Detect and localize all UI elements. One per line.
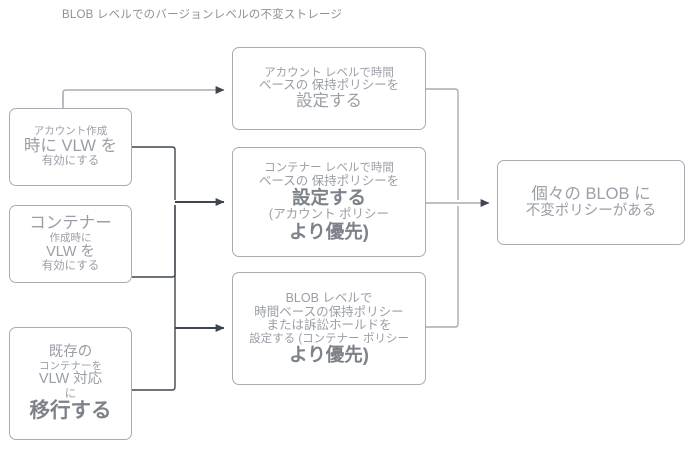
edge-account-create-to-container-policy: [132, 146, 176, 200]
node-container-policy-line-4: より優先): [289, 220, 369, 242]
node-migrate-existing-line-4: 移行する: [29, 398, 112, 422]
node-account-create-line-2: 有効にする: [41, 155, 100, 168]
node-per-blob-immutable-policy[interactable]: 個々の BLOB に不変ポリシーがある: [497, 160, 685, 245]
node-blob-policy-line-3: 設定する (コンテナー ポリシー: [249, 332, 409, 345]
node-blob-policy-line-1: 時間ベースの保持ポリシー: [254, 304, 404, 319]
edge-account-policy-to-result: [426, 88, 459, 200]
node-blob-policy-line-2: または訴訟ホールドを: [266, 318, 392, 333]
node-account-create[interactable]: アカウント作成時に VLW を有効にする: [9, 108, 132, 186]
node-account-policy-line-0: アカウント レベルで時間: [264, 66, 394, 79]
node-container-create-line-2: VLW を: [46, 243, 95, 260]
node-migrate-existing-line-2: VLW 対応: [38, 370, 103, 387]
edge-account-create-to-account-policy: [62, 86, 225, 108]
node-container-create-line-1: 作成時に: [49, 232, 92, 245]
edge-container-create-trunk: [132, 205, 176, 330]
node-migrate-existing-line-0: 既存の: [48, 343, 93, 360]
node-account-create-line-0: アカウント作成: [33, 125, 108, 138]
node-container-create-line-0: コンテナー: [29, 214, 112, 233]
node-blob-level-retention-policy[interactable]: BLOB レベルで時間ベースの保持ポリシーまたは訴訟ホールドを設定する (コンテ…: [232, 272, 426, 385]
node-blob-policy-line-0: BLOB レベルで: [285, 291, 373, 306]
node-account-policy-line-1: ベースの 保持ポリシーを: [258, 78, 400, 93]
node-container-policy-line-3: (アカウント ポリシー: [268, 207, 390, 222]
node-container-policy-line-0: コンテナー レベルで時間: [264, 162, 394, 175]
node-migrate-existing-line-3: に: [64, 387, 77, 400]
node-container-policy-line-1: ベースの 保持ポリシーを: [258, 173, 400, 188]
node-result-line-1: 不変ポリシーがある: [525, 202, 657, 219]
node-account-level-retention-policy[interactable]: アカウント レベルで時間ベースの 保持ポリシーを設定する: [232, 47, 426, 130]
node-container-level-retention-policy[interactable]: コンテナー レベルで時間ベースの 保持ポリシーを設定する(アカウント ポリシーよ…: [232, 147, 426, 257]
node-result-line-0: 個々の BLOB に: [531, 184, 651, 203]
edge-blob-policy-to-result: [426, 206, 459, 328]
page-title: BLOB レベルでのバージョンレベルの不変ストレージ: [62, 9, 343, 21]
node-container-create-line-3: 有効にする: [41, 260, 100, 273]
node-account-create-line-1: 時に VLW を: [23, 136, 118, 155]
edge-migrate-existing-to-blob-policy: [132, 324, 225, 391]
node-migrate-existing-line-1: コンテナーを: [39, 359, 102, 372]
node-account-policy-line-2: 設定する: [296, 91, 362, 110]
node-container-policy-line-2: 設定する: [291, 187, 366, 209]
node-blob-policy-line-4: より優先): [289, 343, 369, 365]
